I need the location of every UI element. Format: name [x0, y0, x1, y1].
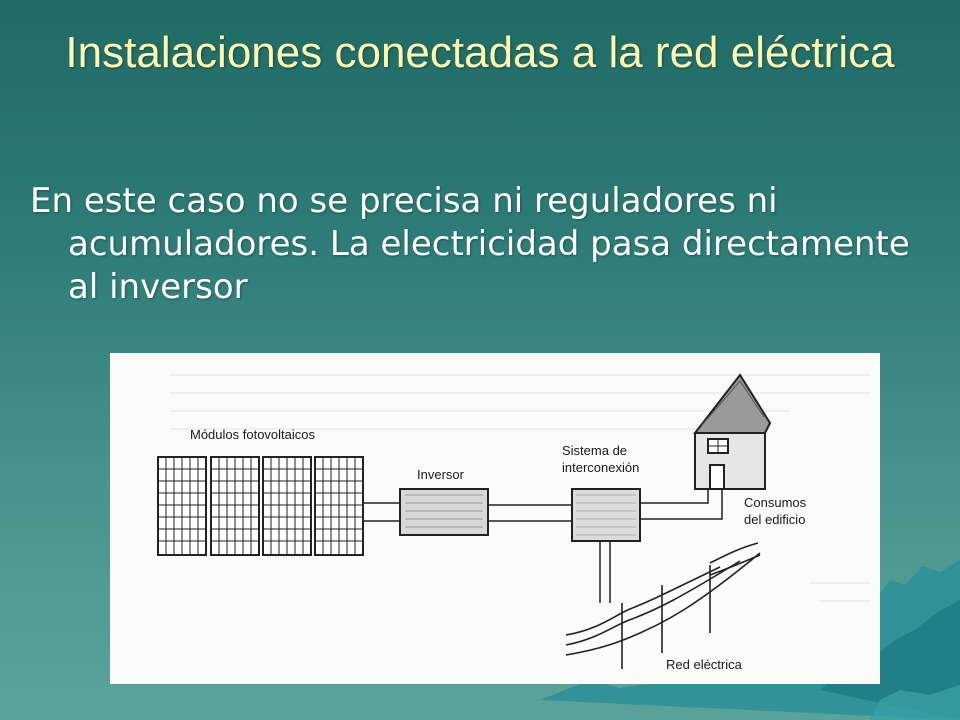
slide-title: Instalaciones conectadas a la red eléctr…: [65, 28, 895, 77]
interconnection-box: [571, 488, 641, 542]
inverter-box: [399, 488, 489, 536]
electric-grid: [565, 542, 761, 669]
diagram-drawing: [157, 373, 870, 669]
interconnection-to-grid-wires: [599, 541, 611, 603]
label-inverter: Inversor: [417, 467, 464, 482]
solar-panel-3: [262, 456, 312, 556]
label-modules: Módulos fotovoltaicos: [190, 427, 316, 442]
grid-connected-diagram: Módulos fotovoltaicos Inversor Sistema d…: [110, 353, 880, 684]
bullet-text: En este caso no se precisa ni reguladore…: [30, 181, 910, 307]
label-consumption-line1: Consumos: [744, 495, 807, 510]
slide-body-text: En este caso no se precisa ni reguladore…: [30, 180, 940, 309]
label-grid: Red eléctrica: [666, 657, 742, 672]
label-consumption-line2: del edificio: [744, 512, 806, 527]
solar-panel-2: [210, 456, 260, 556]
solar-panel-4: [314, 456, 364, 556]
label-interconnection-line2: interconexión: [562, 460, 640, 475]
panel-to-inverter-wires: [363, 502, 400, 522]
solar-panels: [157, 456, 364, 556]
solar-panel-1: [157, 456, 207, 556]
inverter-to-interconnection-wires: [488, 504, 572, 522]
label-interconnection-line1: Sistema de: [562, 443, 628, 458]
house-icon: [692, 373, 772, 490]
